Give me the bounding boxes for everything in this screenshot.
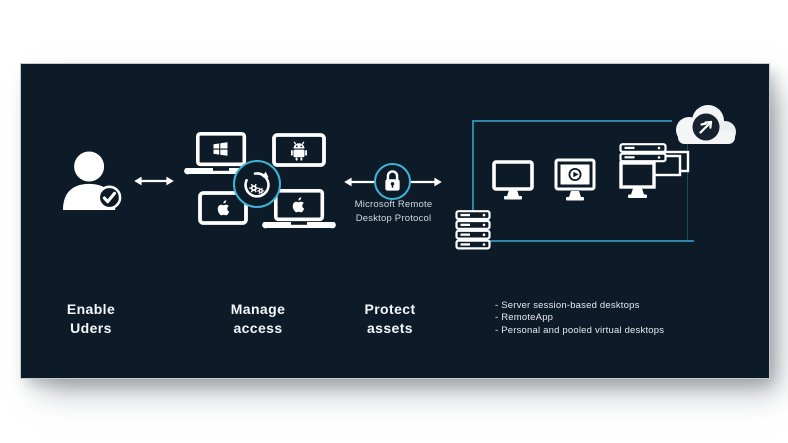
connector-line-left [472,120,474,242]
lock-icon [374,163,411,200]
step-label-protect-assets: Protect assets [364,301,416,336]
list-item: - RemoteApp [495,312,554,324]
user-check-icon [62,151,122,211]
monitor-icon [492,160,534,200]
diagram-slide: Microsoft Remote Desktop Protocol [21,64,769,378]
step-label-manage-access: Manage access [230,301,286,336]
connector-line-top [472,120,672,122]
desktop-types-list: - Server session-based desktops - Remote… [495,300,664,337]
double-arrow-icon [134,176,174,186]
list-item: - Personal and pooled virtual desktops [495,324,665,336]
cloud-remote-desktop-icon [676,105,736,144]
sync-gears-icon [233,160,281,208]
server-rack-icon [455,210,491,250]
connector-line-bottom [472,240,694,242]
monitor-play-icon [554,158,596,201]
stacked-desktops-icon [619,143,690,198]
list-item: - Server session-based desktops [495,300,640,311]
connector-line-right [687,142,688,240]
protocol-label: Microsoft Remote Desktop Protocol [354,199,433,224]
step-label-enable-users: Enable Uders [66,301,116,336]
tablet-apple-icon [198,191,248,225]
tablet-android-icon [272,133,326,167]
laptop-apple-icon [262,189,336,229]
